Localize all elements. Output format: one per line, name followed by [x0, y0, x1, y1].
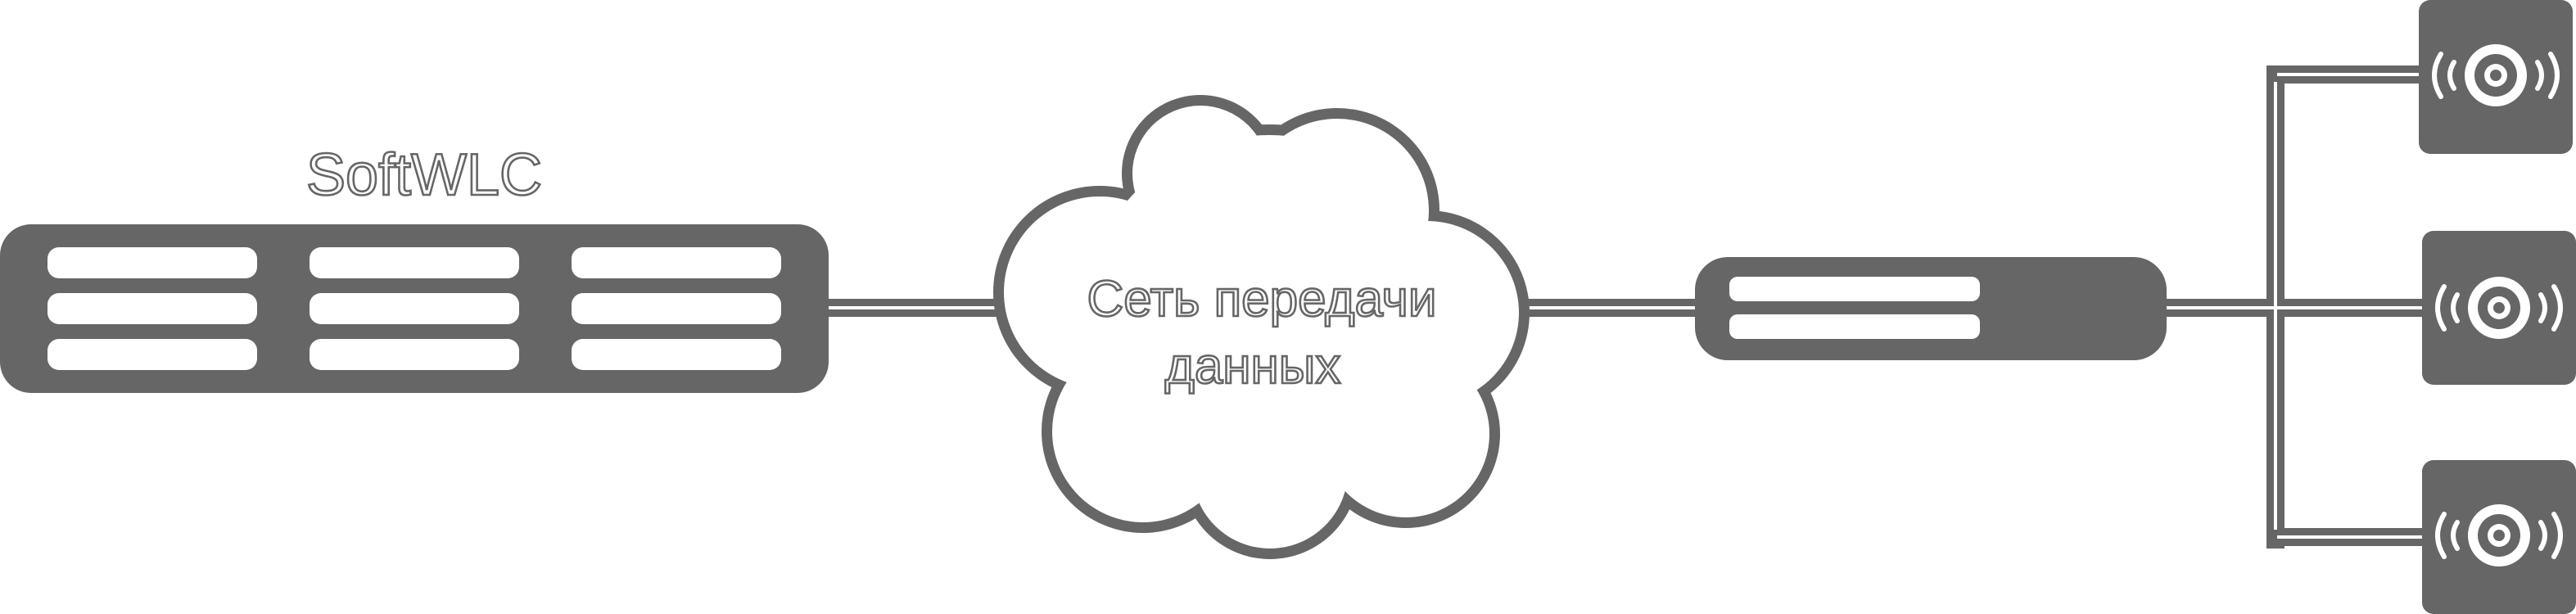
server-slots [47, 247, 781, 370]
network-switch-icon [1695, 257, 2167, 360]
softwlc-server: SoftWLC [0, 142, 829, 393]
server-label: SoftWLC [306, 142, 542, 208]
access-point-2 [2422, 231, 2576, 385]
switch-slot [1729, 277, 1980, 301]
network-switch [1695, 257, 2167, 360]
wifi-access-point-icon [2422, 460, 2576, 614]
access-point-1 [2419, 0, 2573, 154]
cloud-icon [993, 95, 1530, 559]
network-label-line1: Сеть передачи [1087, 271, 1436, 327]
data-network-cloud: Сеть передачи данных [993, 95, 1530, 559]
network-label-line2: данных [1165, 338, 1341, 395]
wifi-access-point-icon [2422, 231, 2576, 385]
wifi-access-point-icon [2419, 0, 2573, 154]
access-point-3 [2422, 460, 2576, 614]
switch-slot [1729, 314, 1980, 339]
rack-server-icon [0, 224, 829, 393]
